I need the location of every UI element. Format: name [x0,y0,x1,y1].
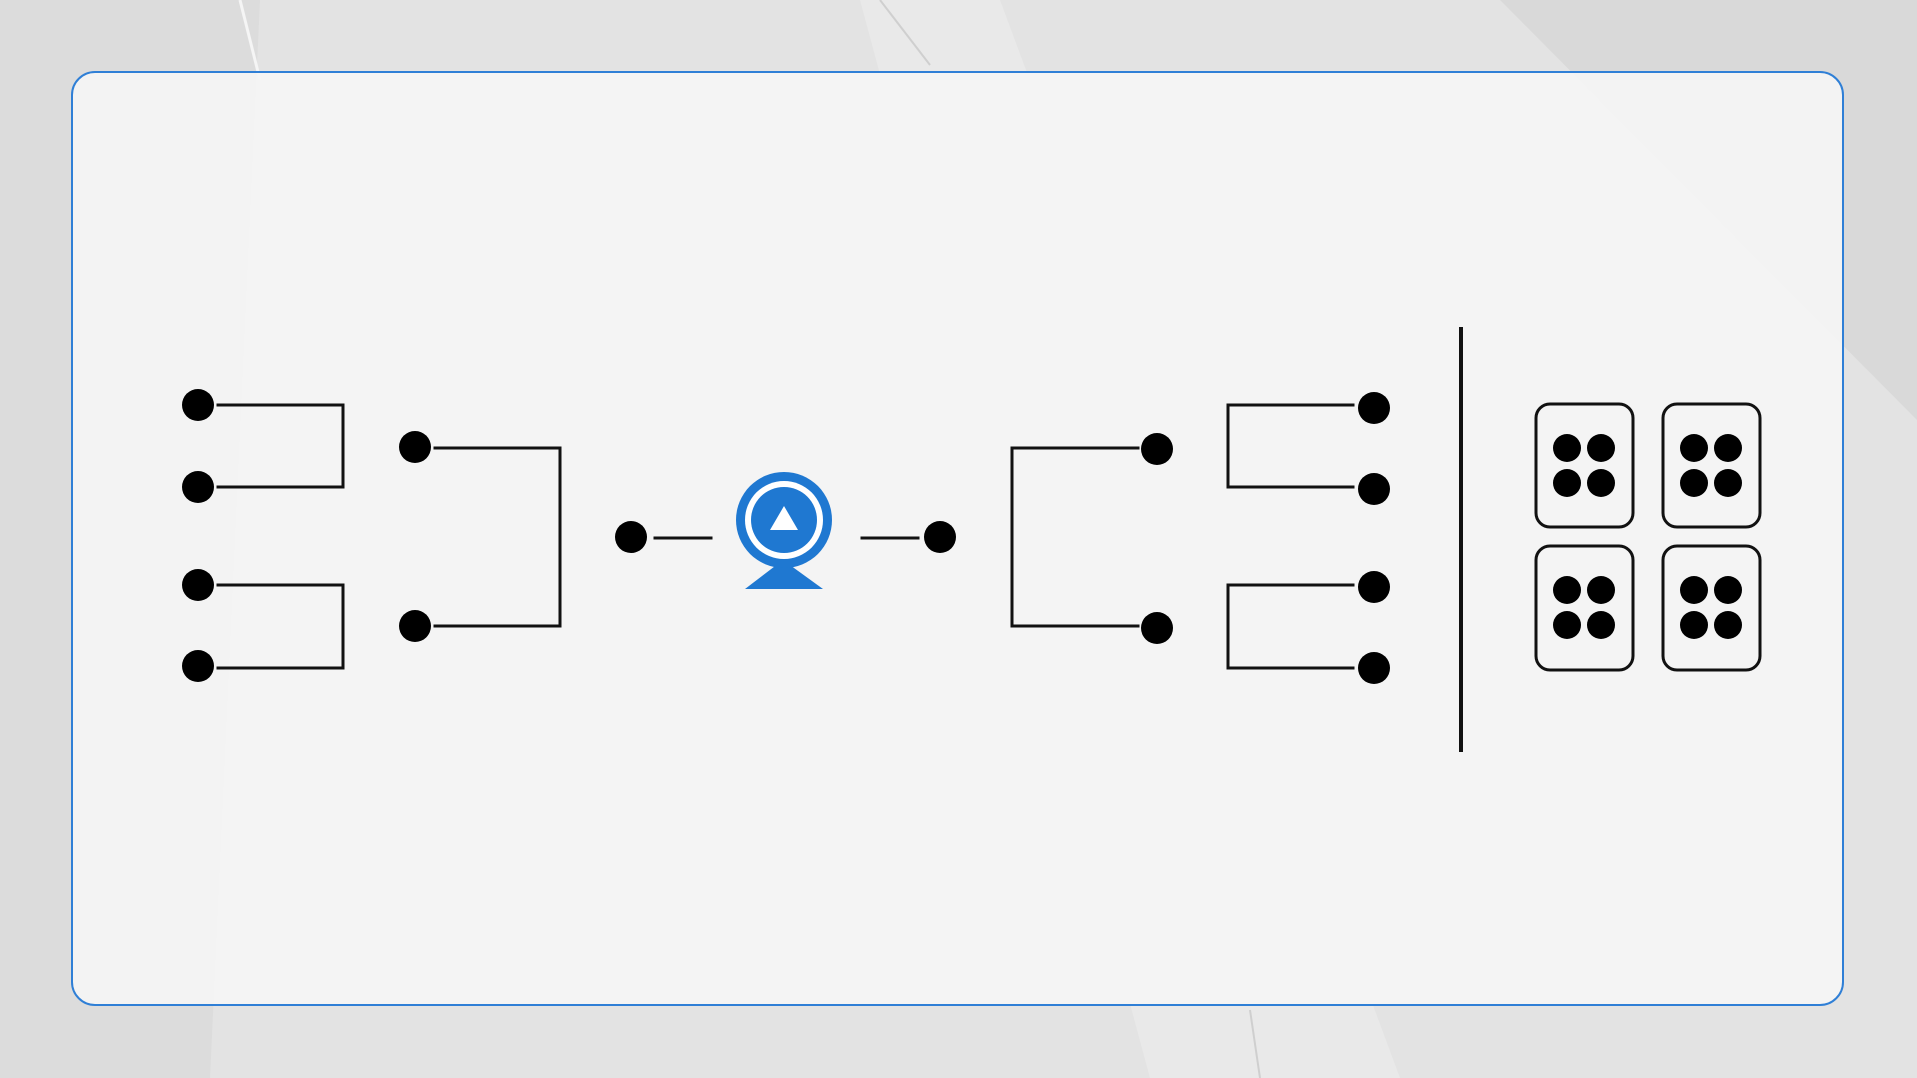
right-r1-node [1358,571,1390,603]
right-r1-match-b-connector [1226,583,1355,670]
left-r2-node [399,431,431,463]
content-panel [71,71,1844,1006]
left-r1-match-b-connector [216,583,345,670]
dice-four-icon [1661,402,1762,529]
right-r2-node [1141,612,1173,644]
left-r1-node [182,471,214,503]
left-r1-node [182,569,214,601]
right-final-node [924,521,956,553]
right-r1-node [1358,392,1390,424]
left-r1-match-a-connector [216,403,345,489]
right-r2-node [1141,433,1173,465]
left-r1-node [182,389,214,421]
left-final-node [615,521,647,553]
right-r1-node [1358,473,1390,505]
left-r1-node [182,650,214,682]
left-r2-node [399,610,431,642]
dice-four-icon [1534,402,1635,529]
left-r2-connector [433,446,562,628]
right-r1-node [1358,652,1390,684]
trophy-webcam-icon [736,472,832,589]
right-r2-connector [1010,446,1140,628]
dice-four-icon [1534,544,1635,672]
right-r1-match-a-connector [1226,403,1355,489]
dice-four-icon [1661,544,1762,672]
dice-group [1534,402,1762,672]
